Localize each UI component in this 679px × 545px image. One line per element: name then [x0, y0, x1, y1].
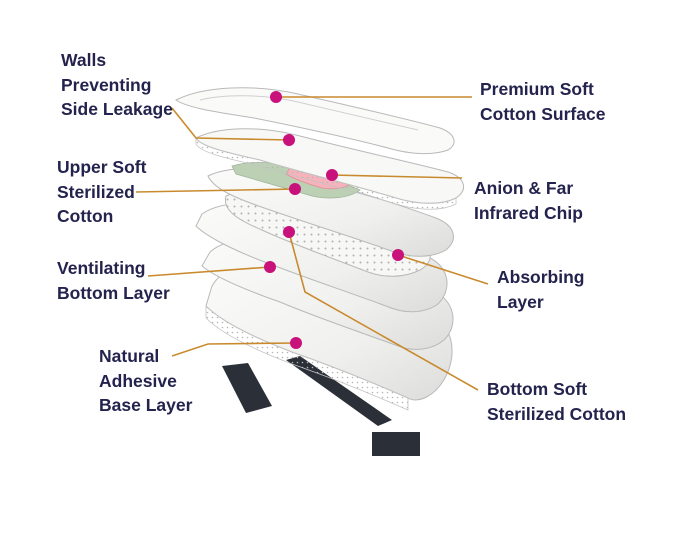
label-natural-line-2: Adhesive [99, 370, 177, 391]
label-ventilating: Ventilating Bottom Layer [57, 256, 170, 305]
leader-lines [135, 96, 489, 391]
label-walls-line-3: Side Leakage [61, 99, 173, 119]
marker-dot-anion [326, 169, 338, 181]
label-upper-line-3: Cotton [57, 206, 114, 226]
tray-right-block [372, 432, 420, 456]
marker-dots [264, 91, 404, 349]
label-walls: Walls Preventing Side Leakage [61, 48, 173, 122]
label-anion-line-2: Infrared Chip [474, 202, 583, 223]
layer-premium-cotton-surface [195, 128, 464, 210]
label-premium-line-2: Cotton Surface [480, 103, 606, 124]
leader-line-upper [135, 188, 296, 193]
label-bottom: Bottom Soft Sterilized Cotton [487, 377, 626, 426]
label-anion-line-1: Anion & Far [474, 178, 574, 198]
label-anion: Anion & Far Infrared Chip [474, 176, 583, 225]
label-walls-line-2: Preventing [61, 74, 152, 95]
label-ventilating-line-1: Ventilating [57, 258, 146, 278]
leader-line-bottom [288, 231, 479, 391]
leader-line-absorbing [397, 254, 489, 285]
base-tray [222, 356, 420, 456]
label-premium-line-1: Premium Soft [480, 79, 594, 99]
label-natural-line-3: Base Layer [99, 395, 193, 415]
marker-dot-natural [290, 337, 302, 349]
label-natural-line-1: Natural [99, 346, 160, 366]
leader-line-natural [171, 342, 297, 357]
label-premium: Premium Soft Cotton Surface [480, 77, 605, 126]
label-ventilating-line-2: Bottom Layer [57, 282, 170, 303]
label-absorbing: Absorbing Layer [497, 265, 585, 314]
marker-dot-absorbing [392, 249, 404, 261]
label-upper-line-2: Sterilized [57, 181, 135, 202]
label-upper: Upper Soft Sterilized Cotton [57, 155, 146, 229]
label-absorbing-line-1: Absorbing [497, 267, 585, 287]
label-bottom-line-1: Bottom Soft [487, 379, 588, 399]
leader-line-ventilating [147, 266, 271, 277]
label-absorbing-line-2: Layer [497, 291, 544, 312]
leader-line-walls [171, 107, 290, 141]
label-walls-line-1: Walls [61, 50, 107, 70]
tray-left-block [222, 363, 272, 413]
marker-dot-upper [289, 183, 301, 195]
layer-side-walls [175, 87, 455, 155]
marker-dot-ventilating [264, 261, 276, 273]
marker-dot-bottom [283, 226, 295, 238]
label-natural: Natural Adhesive Base Layer [99, 344, 192, 418]
label-bottom-line-2: Sterilized Cotton [487, 403, 627, 424]
marker-dot-walls [283, 134, 295, 146]
leader-line-anion [331, 174, 463, 179]
label-upper-line-1: Upper Soft [57, 157, 147, 177]
marker-dot-premium [270, 91, 282, 103]
tray-rail [286, 356, 392, 426]
